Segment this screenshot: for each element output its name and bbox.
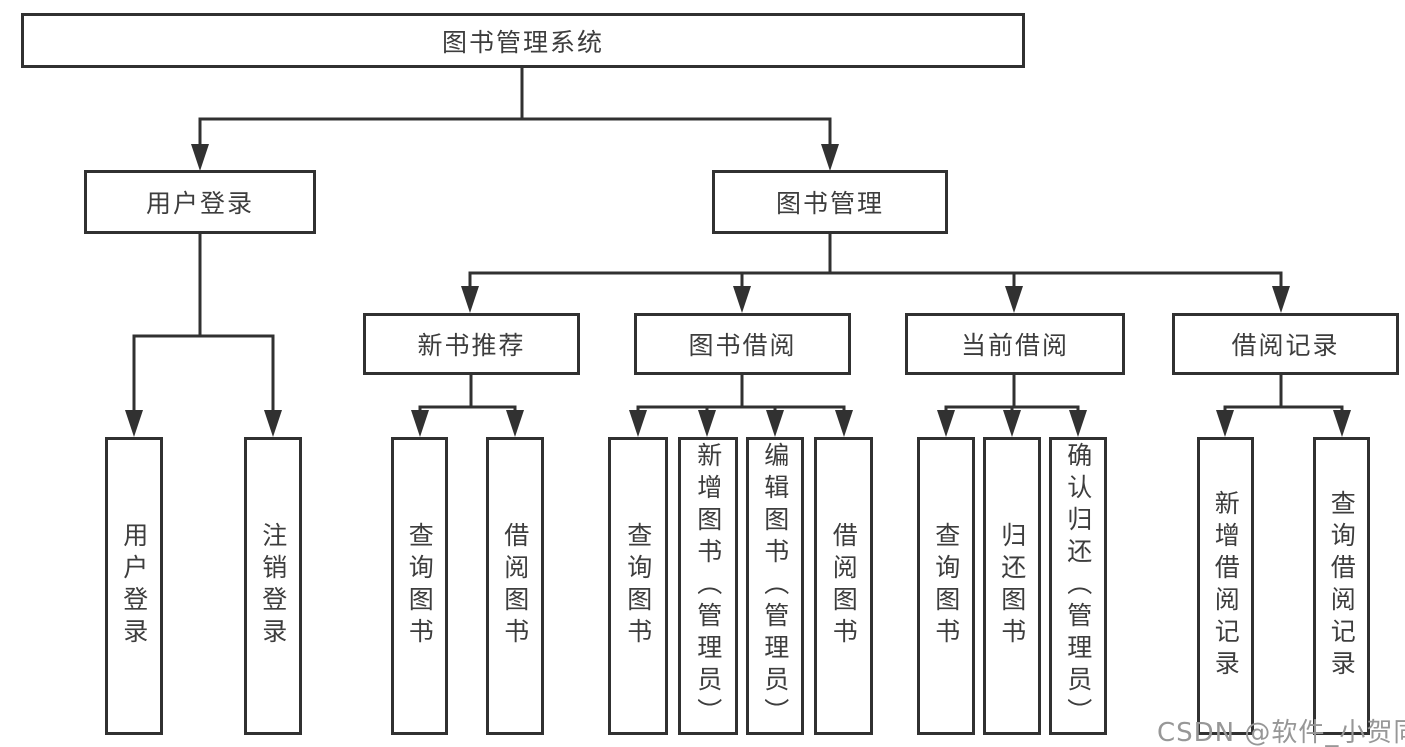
leaf-borrow-books: 借阅图书 bbox=[814, 437, 873, 735]
leaf-user-login: 用户登录 bbox=[105, 437, 163, 735]
leaf-add-borrow-record-label: 新增借阅记录 bbox=[1211, 490, 1241, 682]
node-book-borrow: 图书借阅 bbox=[634, 313, 851, 375]
leaf-query-books-rec-label: 查询图书 bbox=[405, 522, 435, 650]
leaf-add-books-admin-label: 新增图书（管理员） bbox=[693, 442, 723, 730]
leaf-borrow-books-rec: 借阅图书 bbox=[486, 437, 544, 735]
leaf-query-books-borrow: 查询图书 bbox=[608, 437, 668, 735]
leaf-logout-label: 注销登录 bbox=[258, 522, 288, 650]
node-book-management-label: 图书管理 bbox=[775, 189, 884, 218]
node-root-system: 图书管理系统 bbox=[21, 13, 1025, 68]
node-new-book-recommend: 新书推荐 bbox=[363, 313, 580, 375]
leaf-edit-books-admin: 编辑图书（管理员） bbox=[746, 437, 804, 735]
node-root-label: 图书管理系统 bbox=[441, 27, 604, 57]
leaf-query-books-rec: 查询图书 bbox=[391, 437, 448, 735]
leaf-query-books-borrow-label: 查询图书 bbox=[623, 522, 653, 650]
leaf-add-books-admin: 新增图书（管理员） bbox=[678, 437, 738, 735]
leaf-confirm-return-admin: 确认归还（管理员） bbox=[1049, 437, 1107, 735]
leaf-query-borrow-record: 查询借阅记录 bbox=[1313, 437, 1370, 735]
leaf-logout: 注销登录 bbox=[244, 437, 302, 735]
leaf-query-books-current-label: 查询图书 bbox=[931, 522, 961, 650]
node-current-borrow-label: 当前借阅 bbox=[960, 331, 1069, 360]
node-borrow-records-label: 借阅记录 bbox=[1231, 331, 1340, 360]
arrowheads bbox=[125, 144, 1351, 437]
node-current-borrow: 当前借阅 bbox=[905, 313, 1125, 375]
node-book-management: 图书管理 bbox=[712, 170, 948, 234]
leaf-query-books-current: 查询图书 bbox=[917, 437, 975, 735]
leaf-add-borrow-record: 新增借阅记录 bbox=[1197, 437, 1254, 735]
leaf-return-books-label: 归还图书 bbox=[997, 522, 1027, 650]
leaf-edit-books-admin-label: 编辑图书（管理员） bbox=[760, 442, 790, 730]
node-user-login-label: 用户登录 bbox=[145, 189, 254, 218]
node-borrow-records: 借阅记录 bbox=[1172, 313, 1399, 375]
leaf-borrow-books-rec-label: 借阅图书 bbox=[500, 522, 530, 650]
node-book-borrow-label: 图书借阅 bbox=[688, 331, 797, 360]
leaf-confirm-return-admin-label: 确认归还（管理员） bbox=[1063, 442, 1093, 730]
node-new-book-recommend-label: 新书推荐 bbox=[417, 331, 526, 360]
leaf-user-login-label: 用户登录 bbox=[119, 522, 149, 650]
node-user-login: 用户登录 bbox=[84, 170, 316, 234]
leaf-borrow-books-label: 借阅图书 bbox=[829, 522, 859, 650]
watermark: CSDN @软件_小贺同学 bbox=[1157, 718, 1405, 747]
leaf-return-books: 归还图书 bbox=[983, 437, 1041, 735]
leaf-query-borrow-record-label: 查询借阅记录 bbox=[1327, 490, 1357, 682]
